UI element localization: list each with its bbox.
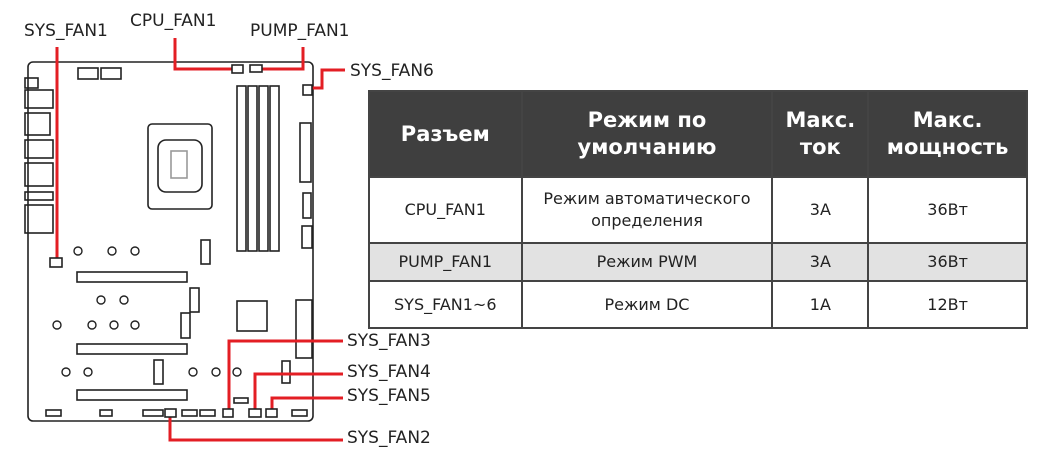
cell-mode: Режим DC: [520, 280, 774, 329]
label-sys-fan4: SYS_FAN4: [347, 362, 431, 382]
cell-power: 36Вт: [867, 176, 1028, 244]
label-sys-fan3: SYS_FAN3: [347, 331, 431, 351]
leader-lines: [55, 38, 345, 442]
label-sys-fan6: SYS_FAN6: [350, 61, 434, 81]
header-connector: Разъем: [368, 90, 523, 178]
table-row: SYS_FAN1~6 Режим DC 1A 12Вт: [368, 280, 1028, 329]
cell-power: 12Вт: [867, 280, 1028, 329]
cell-current: 3A: [771, 176, 870, 244]
label-sys-fan1: SYS_FAN1: [24, 21, 108, 41]
cell-current: 3A: [771, 242, 870, 282]
fan-connectors: [49, 64, 313, 418]
header-max-current: Макс. ток: [771, 90, 870, 178]
label-sys-fan2: SYS_FAN2: [347, 428, 431, 448]
label-cpu-fan1: CPU_FAN1: [130, 11, 217, 31]
header-max-power: Макс. мощность: [867, 90, 1028, 178]
fan-spec-table: Разъем Режим по умолчанию Макс. ток Макс…: [368, 90, 1028, 329]
cell-current: 1A: [771, 280, 870, 329]
table-row: PUMP_FAN1 Режим PWM 3A 36Вт: [368, 242, 1028, 282]
header-default-mode: Режим по умолчанию: [520, 90, 774, 178]
cell-mode: Режим PWM: [520, 242, 774, 282]
cell-connector: SYS_FAN1~6: [368, 280, 523, 329]
cpu-socket: [147, 123, 213, 210]
table-header: Разъем Режим по умолчанию Макс. ток Макс…: [368, 90, 1028, 178]
cell-connector: PUMP_FAN1: [368, 242, 523, 282]
cell-power: 36Вт: [867, 242, 1028, 282]
motherboard-diagram: [24, 38, 345, 442]
table-row: CPU_FAN1 Режим автоматического определен…: [368, 176, 1028, 244]
cell-mode: Режим автоматического определения: [520, 176, 774, 244]
cell-connector: CPU_FAN1: [368, 176, 523, 244]
label-sys-fan5: SYS_FAN5: [347, 386, 431, 406]
label-pump-fan1: PUMP_FAN1: [250, 21, 350, 41]
